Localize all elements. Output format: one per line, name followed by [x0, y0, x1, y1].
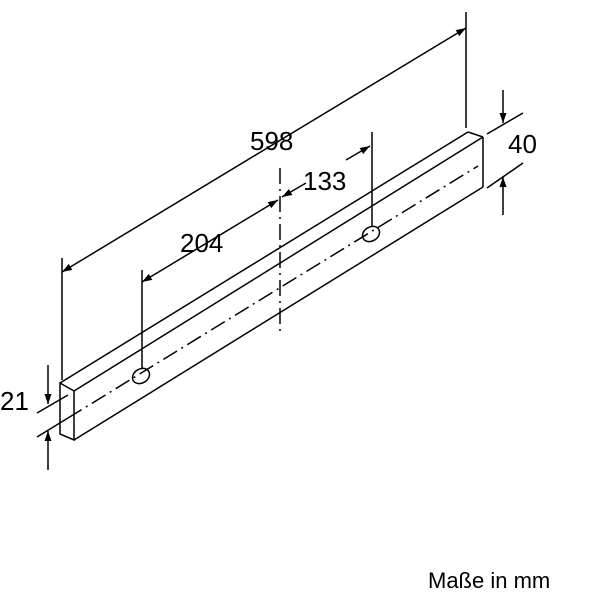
dimension-label-21: 21 [0, 386, 29, 416]
dimension-598 [61, 12, 467, 380]
dimension-label-204: 204 [180, 228, 223, 258]
dimension-label-598: 598 [250, 126, 293, 156]
dimension-204 [141, 199, 279, 368]
dimension-40 [486, 90, 524, 215]
dimension-label-133: 133 [303, 166, 346, 196]
dimension-133 [281, 132, 373, 226]
unit-note: Maße in mm [428, 568, 550, 593]
dimension-21 [36, 365, 69, 470]
dimension-label-40: 40 [508, 129, 537, 159]
mounting-hole-left [131, 367, 151, 385]
trim-strip [59, 131, 484, 442]
